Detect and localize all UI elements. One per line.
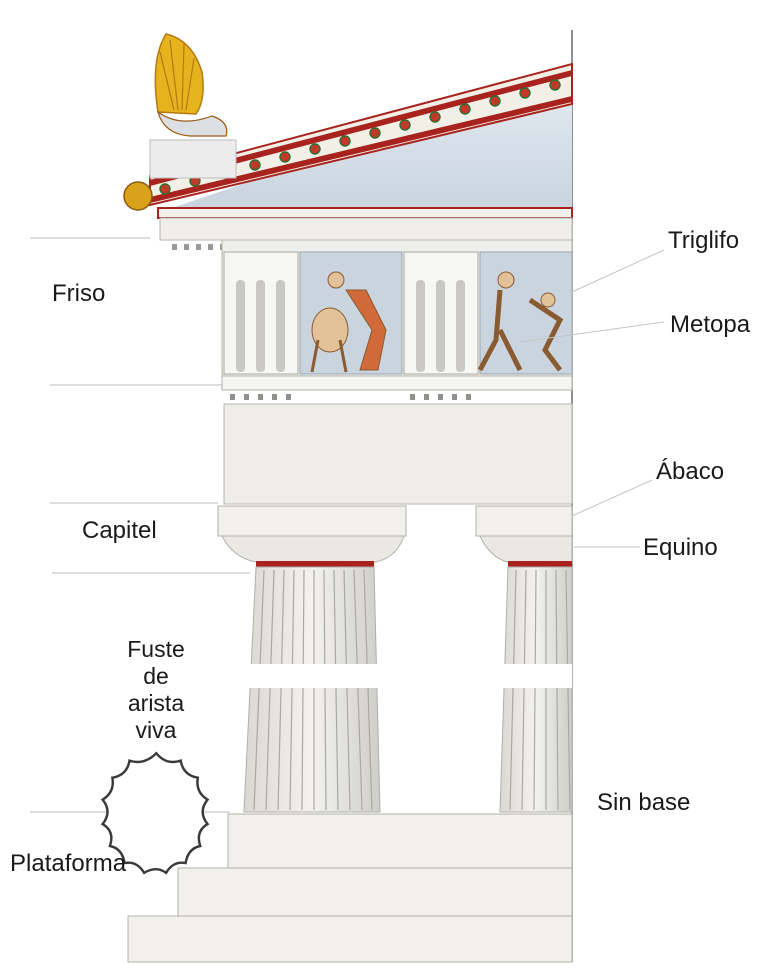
label-plataforma: Plataforma (10, 850, 127, 877)
label-metopa: Metopa (670, 311, 751, 338)
badge-line: arista (127, 690, 185, 716)
raking-cornice (149, 62, 573, 207)
badge-line: viva (135, 717, 177, 743)
leader-lines (519, 249, 665, 548)
badge-line: de (143, 663, 169, 689)
shaft-left (243, 566, 390, 813)
platform-steps (127, 813, 573, 963)
metope (479, 251, 573, 375)
acroterion (123, 33, 237, 211)
label-triglifo: Triglifo (668, 227, 740, 254)
label-capitel: Capitel (82, 517, 157, 544)
fuste-badge-text: Fuste de arista viva (96, 636, 216, 744)
label-friso: Friso (52, 280, 106, 307)
architrave (223, 403, 573, 505)
label-sin-base: Sin base (597, 789, 691, 816)
label-abaco: Ábaco (656, 458, 725, 485)
shaft-right (492, 566, 573, 813)
badge-line: Fuste (127, 636, 185, 662)
capital-right (475, 505, 573, 567)
capital-left (217, 505, 407, 567)
fuste-badge (100, 751, 210, 875)
label-equino: Equino (643, 534, 718, 561)
relief-figures (310, 271, 564, 373)
horizontal-cornice (157, 207, 573, 219)
frieze (221, 239, 573, 400)
metope (299, 251, 403, 375)
